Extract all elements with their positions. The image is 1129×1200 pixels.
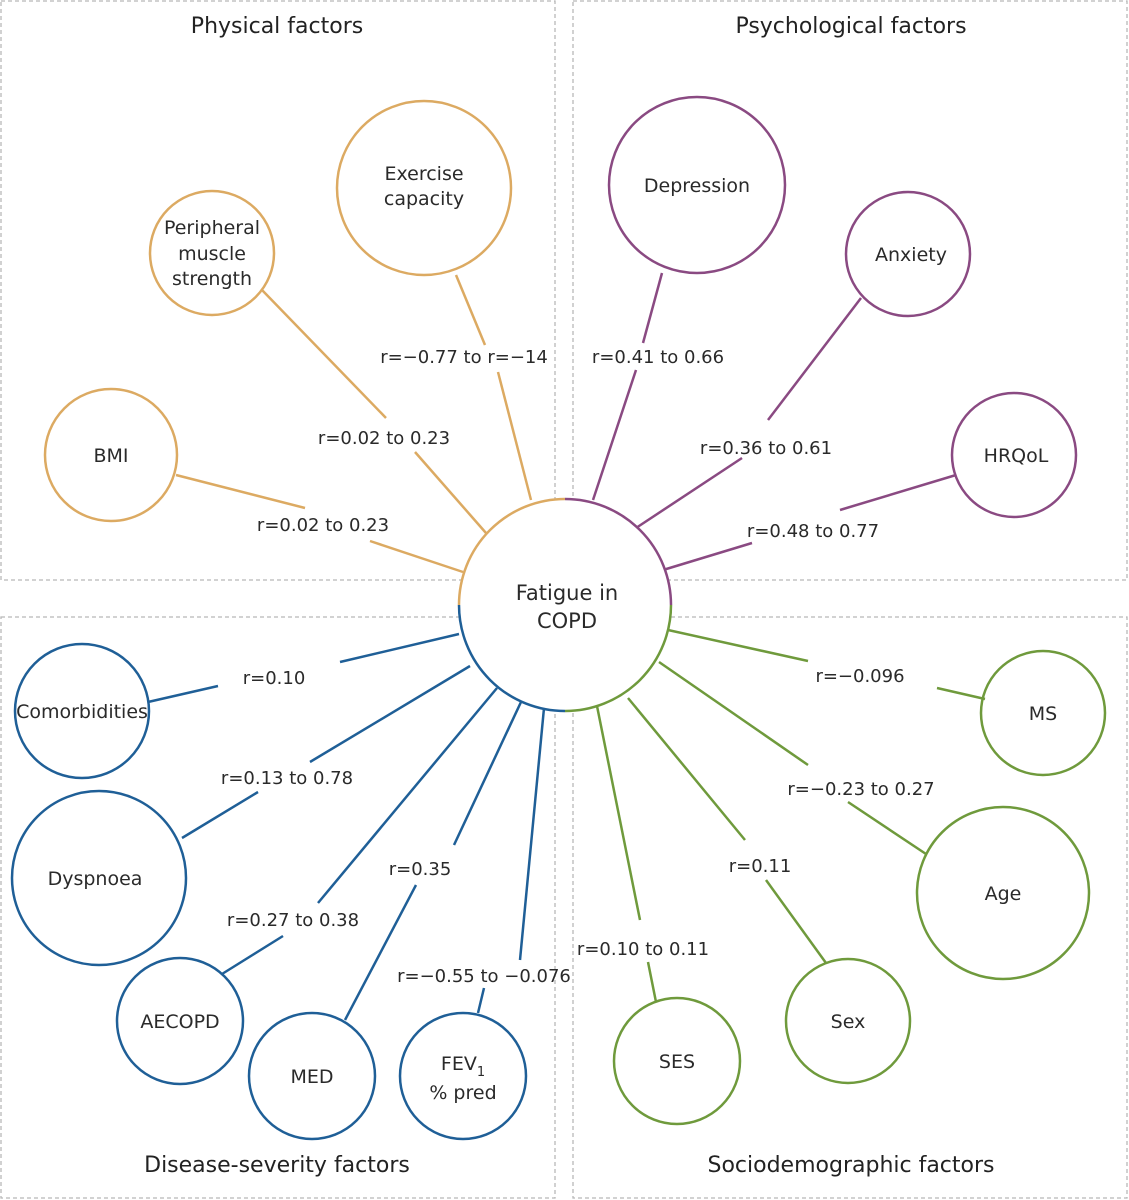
dyspnoea-connector [309, 664, 471, 764]
age-connector [658, 660, 809, 767]
hrqol-node [950, 391, 1078, 519]
exercise-connector [454, 274, 487, 346]
aecopd-label: AECOPD [140, 1011, 219, 1033]
ses-correlation-label: r=0.10 to 0.11 [577, 939, 709, 960]
bmi-label: BMI [93, 445, 128, 467]
comorbidities-node [13, 642, 151, 780]
exercise-capacity-node [335, 99, 513, 277]
hrqol-connector [662, 541, 753, 572]
anxiety-connector [767, 297, 862, 421]
comorbidities-connector [147, 684, 219, 704]
fev-label: FEV1 [441, 1053, 485, 1080]
peripheral-correlation-label: r=0.02 to 0.23 [318, 428, 450, 449]
peripheral-muscle-strength-label: strength [172, 268, 252, 290]
peripheral-muscle-strength-node [148, 189, 276, 317]
peripheral-muscle-strength-label: muscle [178, 243, 246, 265]
aecopd-connector [221, 934, 284, 976]
med-node [247, 1011, 377, 1141]
anxiety-label: Anxiety [875, 244, 947, 266]
fev-node [398, 1011, 528, 1141]
sex-connector [627, 697, 746, 841]
ses-connector [595, 705, 642, 921]
ses-label: SES [659, 1051, 695, 1073]
exercise-capacity-label: capacity [384, 188, 464, 210]
bmi-node [43, 387, 179, 523]
bmi-connector [369, 539, 464, 574]
aecopd-correlation-label: r=0.27 to 0.38 [227, 910, 359, 931]
sex-correlation-label: r=0.11 [729, 856, 792, 877]
med-label: MED [290, 1066, 333, 1088]
center-label: COPD [537, 609, 597, 633]
center-arc-psychological [564, 497, 673, 606]
age-node [915, 805, 1091, 981]
ms-correlation-label: r=−0.096 [815, 666, 904, 687]
sex-node [784, 957, 912, 1085]
ms-connector [936, 686, 986, 701]
dyspnoea-node [10, 789, 188, 967]
depression-correlation-label: r=0.41 to 0.66 [592, 347, 724, 368]
ms-node [979, 649, 1107, 777]
exercise-capacity-label: Exercise [384, 163, 463, 185]
sex-label: Sex [831, 1011, 866, 1033]
comorbidities-label: Comorbidities [16, 701, 148, 723]
med-connector [343, 884, 418, 1021]
ses-node [612, 996, 742, 1126]
anxiety-node [844, 190, 972, 318]
sociodemographic-quadrant-border [572, 616, 1128, 1199]
depression-connector [591, 369, 638, 501]
center-arc-physical [457, 497, 566, 606]
ses-connector [646, 961, 658, 1003]
bmi-connector [175, 473, 306, 510]
dyspnoea-label: Dyspnoea [48, 868, 143, 890]
depression-connector [641, 272, 664, 344]
exercise-connector [496, 371, 533, 501]
med-connector [452, 701, 523, 846]
disease-quadrant-border [0, 616, 556, 1199]
dyspnoea-correlation-label: r=0.13 to 0.78 [221, 768, 353, 789]
psychological-factors-title: Psychological factors [735, 14, 966, 39]
comorbidities-correlation-label: r=0.10 [243, 668, 306, 689]
center-label: Fatigue in [516, 581, 618, 605]
hrqol-correlation-label: r=0.48 to 0.77 [747, 521, 879, 542]
bmi-correlation-label: r=0.02 to 0.23 [257, 515, 389, 536]
depression-label: Depression [644, 175, 750, 197]
center-arc-disease [457, 604, 566, 713]
disease-severity-factors-title: Disease-severity factors [144, 1153, 410, 1178]
dyspnoea-connector [181, 790, 259, 840]
center-arc-sociodemographic [564, 604, 673, 713]
peripheral-connector [414, 451, 487, 534]
fev-connector [476, 987, 486, 1014]
physical-factors-title: Physical factors [191, 14, 363, 39]
sex-connector [764, 879, 828, 964]
psychological-quadrant-border [572, 0, 1128, 581]
anxiety-correlation-label: r=0.36 to 0.61 [700, 438, 832, 459]
comorbidities-connector [339, 632, 460, 664]
depression-node [607, 95, 787, 275]
ms-connector [667, 628, 809, 663]
age-label: Age [985, 883, 1022, 905]
anxiety-connector [635, 456, 743, 530]
aecopd-node [115, 956, 245, 1086]
fev-correlation-label: r=−0.55 to −0.076 [397, 966, 571, 987]
exercise-correlation-label: r=−0.77 to r=−14 [380, 347, 548, 368]
sociodemographic-factors-title: Sociodemographic factors [708, 1153, 995, 1178]
fev-connector [518, 707, 546, 961]
peripheral-connector [261, 289, 387, 419]
ms-label: MS [1029, 703, 1057, 725]
age-connector [847, 800, 927, 856]
physical-quadrant-border [0, 0, 556, 581]
hrqol-label: HRQoL [984, 445, 1049, 467]
peripheral-muscle-strength-label: Peripheral [164, 217, 260, 239]
aecopd-connector [317, 687, 498, 904]
hrqol-connector [839, 473, 957, 512]
fev-label: % pred [429, 1082, 496, 1104]
med-correlation-label: r=0.35 [389, 859, 452, 880]
fatigue-copd-center-node [457, 497, 673, 713]
age-correlation-label: r=−0.23 to 0.27 [787, 779, 934, 800]
